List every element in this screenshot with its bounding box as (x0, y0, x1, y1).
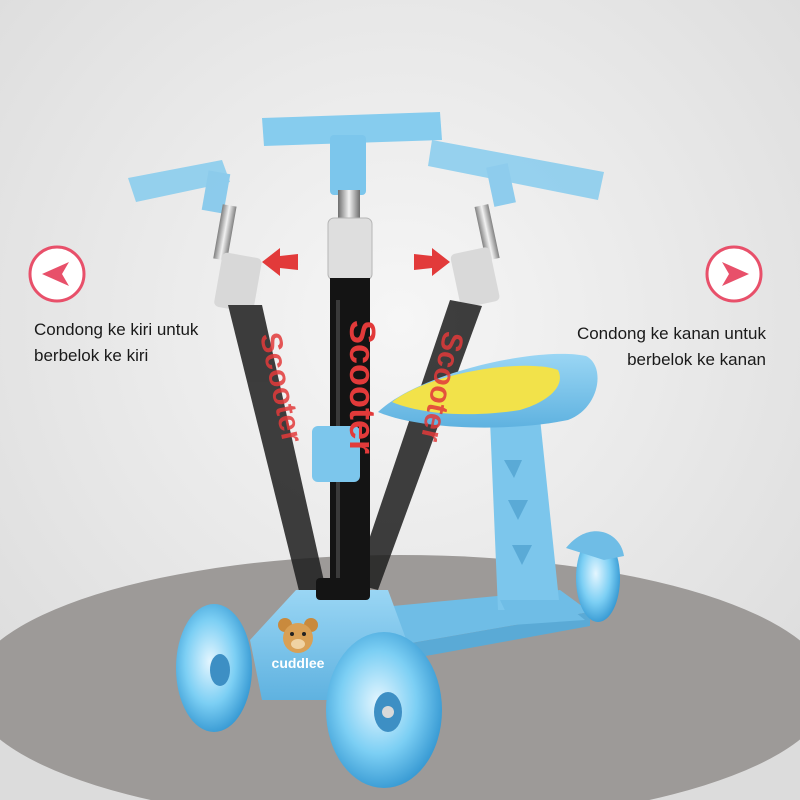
rear-wheel (566, 531, 624, 622)
right-tilt-caption: Condong ke kanan untuk berbelok ke kanan (577, 321, 766, 373)
arrow-right-circle-icon (705, 245, 763, 303)
left-caption-line2: berbelok ke kiri (34, 346, 149, 365)
front-left-wheel (176, 604, 252, 732)
brand-text: cuddlee (272, 655, 325, 671)
seat-support (490, 418, 585, 625)
right-caption-line2: berbelok ke kanan (627, 350, 766, 369)
scooter-seat (378, 353, 598, 428)
tilt-left-arrow-icon (262, 248, 298, 276)
bear-logo-icon (278, 618, 318, 653)
left-tilt-caption: Condong ke kiri untuk berbelok ke kiri (34, 317, 198, 369)
arrow-left-circle-icon (28, 245, 86, 303)
left-caption-line1: Condong ke kiri untuk (34, 320, 199, 339)
right-tilt-handlebar (354, 140, 604, 590)
right-caption-line1: Condong ke kanan untuk (576, 324, 766, 343)
front-right-wheel (326, 632, 442, 788)
stem-lettering: Scooter Scooter Scooter (253, 320, 469, 454)
left-tilt-handlebar (128, 160, 326, 595)
stem-text: Scooter (342, 320, 383, 454)
tilt-right-arrow-icon (414, 248, 450, 276)
stem-clamp (312, 426, 360, 482)
